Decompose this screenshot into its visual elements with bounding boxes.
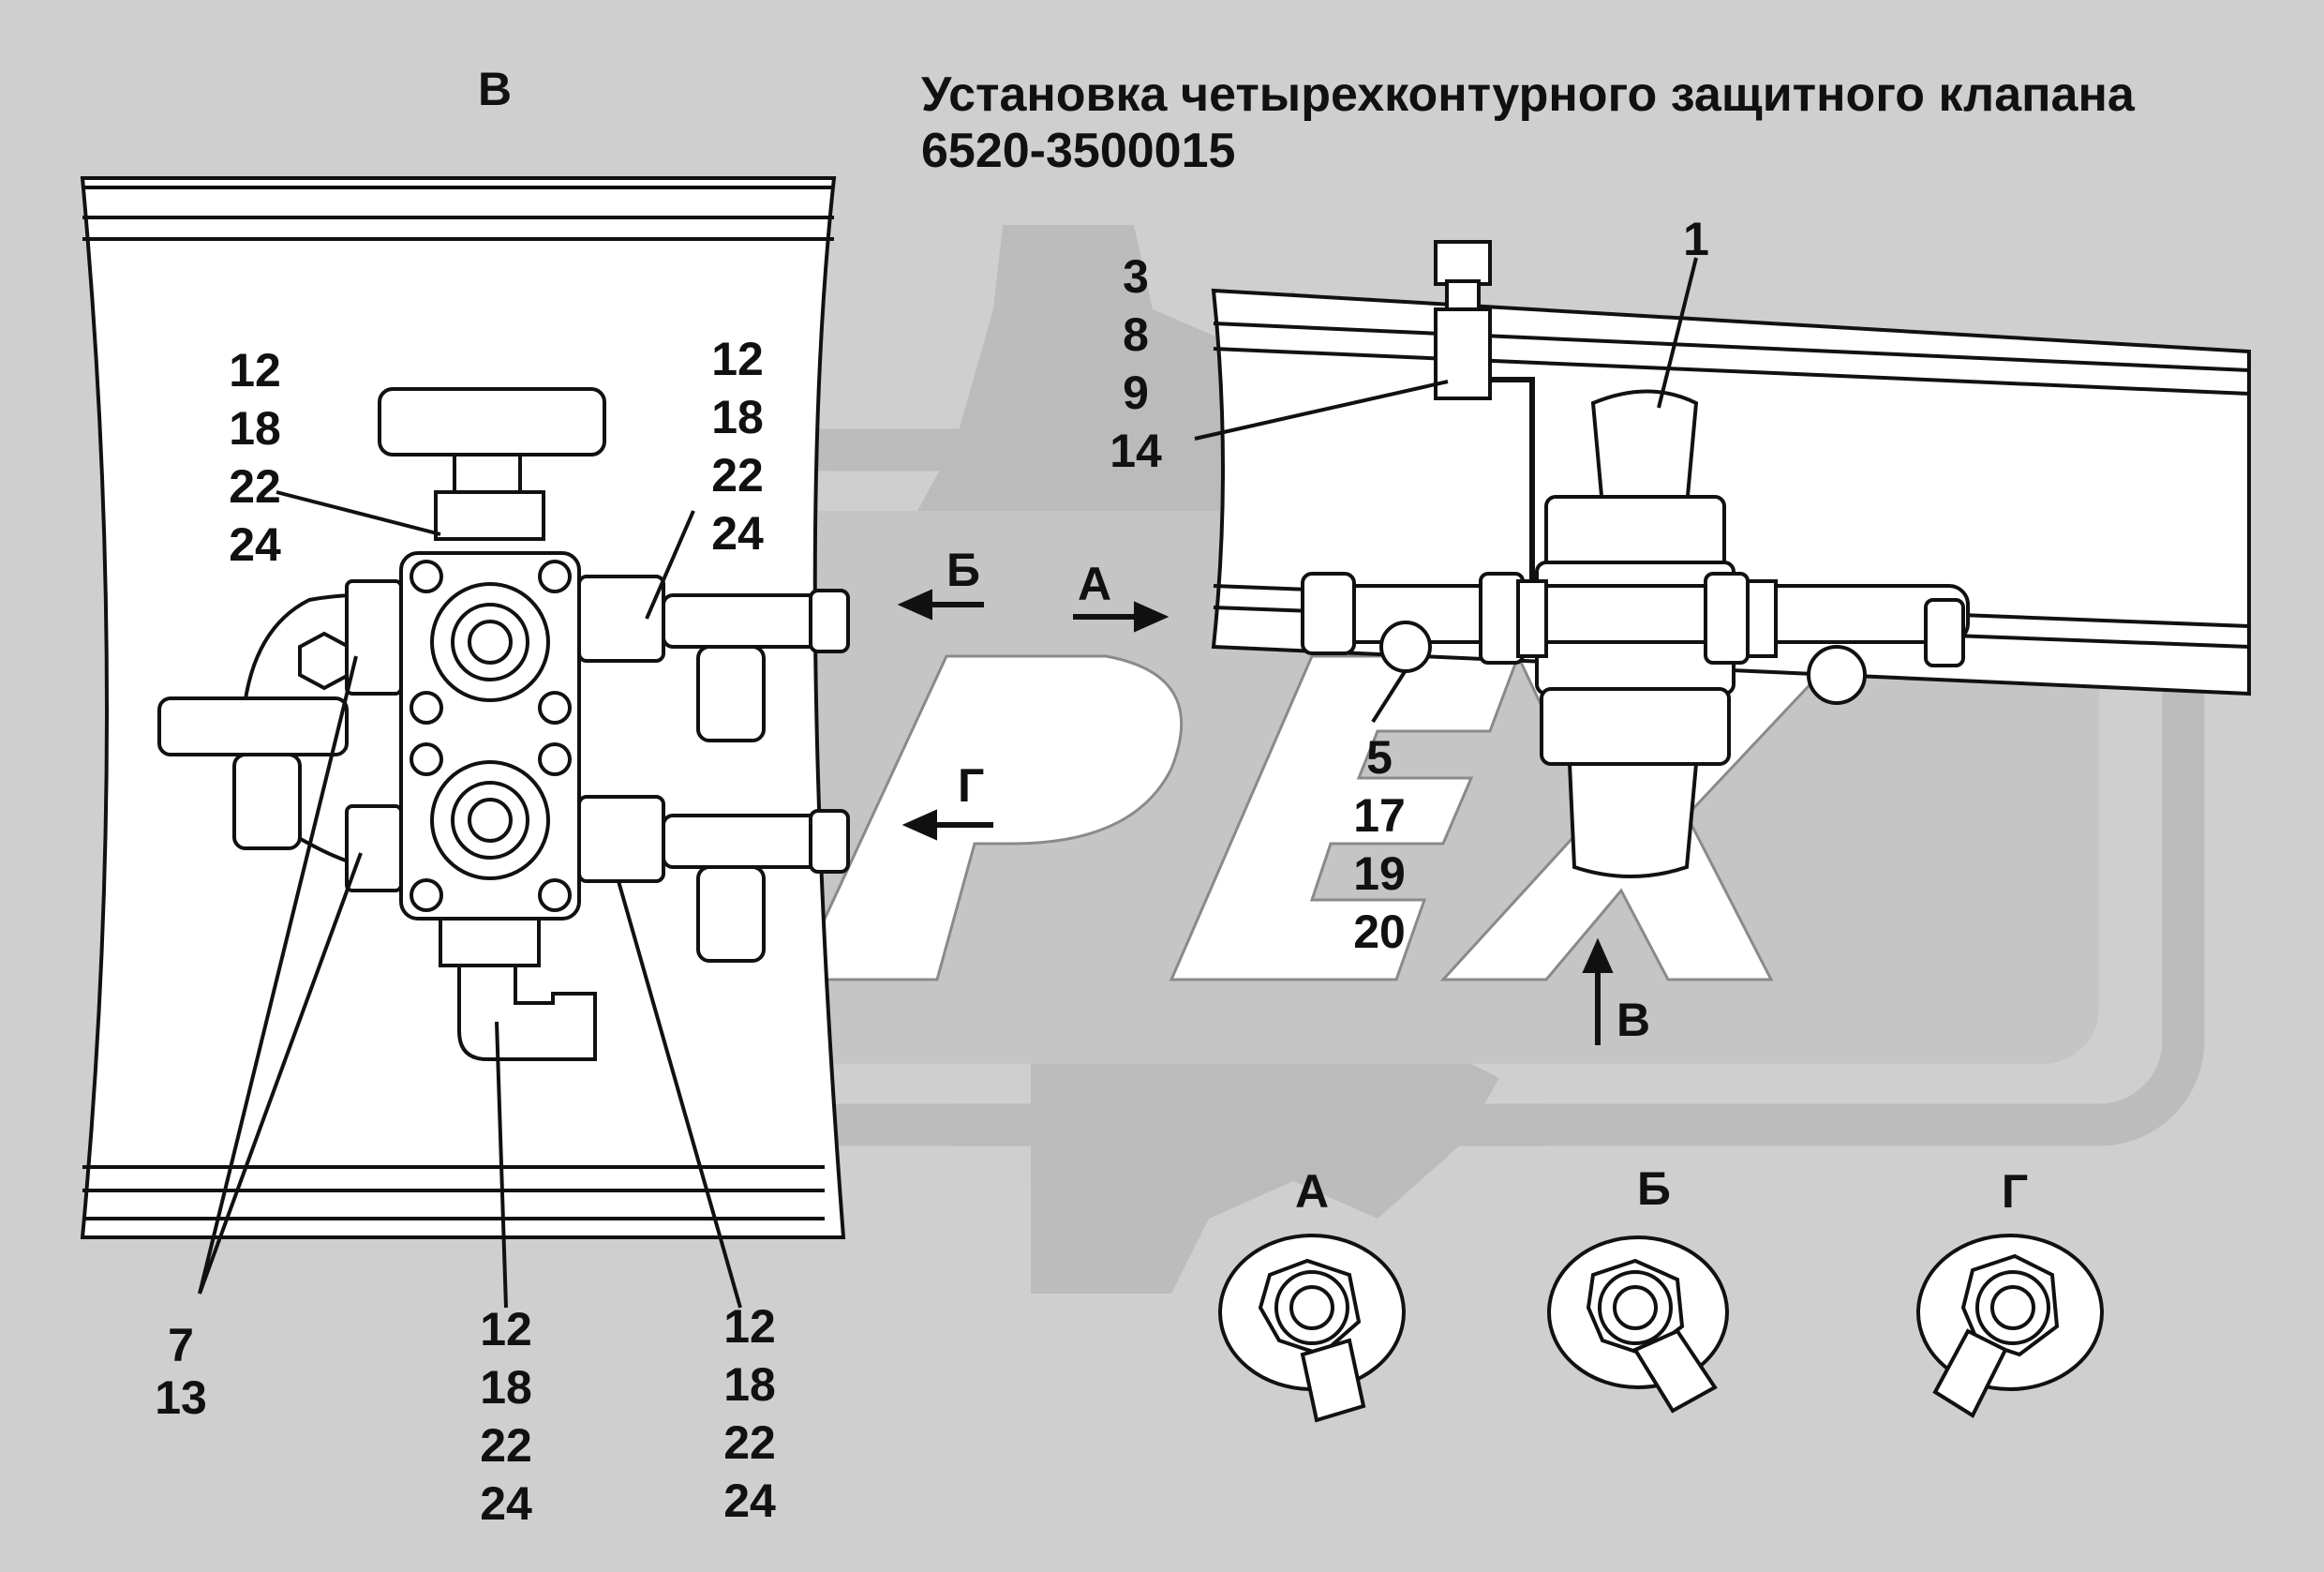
svg-text:9: 9 [1123, 367, 1149, 419]
top-bolt-head [1434, 240, 1492, 286]
detail-view-b-label: Б [1637, 1162, 1671, 1215]
right-callout-fastener: 3 8 9 14 [1110, 250, 1162, 477]
svg-text:7: 7 [168, 1319, 194, 1371]
arrow-a [1073, 601, 1169, 633]
title-line-2: 6520-3500015 [921, 124, 1235, 178]
svg-text:24: 24 [723, 1475, 776, 1527]
right-lower-nut [577, 795, 665, 883]
bottom-nut [439, 917, 541, 967]
svg-text:24: 24 [711, 507, 764, 560]
right-callout-lower: 5 17 19 20 [1353, 731, 1406, 958]
detail-view-a-label: А [1295, 1165, 1329, 1218]
svg-text:19: 19 [1353, 847, 1406, 900]
view-label: В [478, 63, 512, 115]
svg-text:14: 14 [1110, 425, 1162, 477]
svg-text:12: 12 [723, 1300, 776, 1353]
detail-view-a [1218, 1234, 1406, 1423]
left-view [80, 176, 850, 1309]
arrow-v-label: В [1616, 994, 1650, 1046]
left-callout-top-left: 12 18 22 24 [229, 344, 281, 571]
detail-view-g [1916, 1234, 2104, 1418]
left-callout-bottom-right: 12 18 22 24 [723, 1300, 776, 1527]
right-upper-nut [577, 575, 665, 663]
valve-cap [1590, 389, 1699, 508]
right-callout-valve: 1 [1683, 213, 1709, 265]
svg-text:5: 5 [1366, 731, 1393, 784]
detail-view-g-label: Г [2002, 1165, 2028, 1218]
right-view [1194, 240, 2251, 878]
arrow-b-label: Б [946, 544, 980, 596]
arrow-g-label: Г [958, 759, 984, 812]
svg-text:24: 24 [480, 1477, 532, 1530]
detail-view-b [1547, 1235, 1729, 1414]
svg-text:20: 20 [1353, 906, 1406, 958]
svg-text:24: 24 [229, 518, 281, 571]
svg-text:18: 18 [480, 1361, 532, 1414]
valve-lower-body [1567, 762, 1699, 878]
svg-text:12: 12 [480, 1303, 532, 1355]
left-callout-top-right: 12 18 22 24 [711, 333, 764, 560]
arrow-v [1582, 937, 1614, 1045]
bottom-elbow-fitting [457, 964, 597, 1061]
arrow-a-label: А [1078, 558, 1111, 610]
top-nut [434, 490, 545, 541]
svg-text:18: 18 [711, 391, 764, 443]
left-elbow-fitting [157, 696, 349, 756]
top-bolt-nut [1434, 307, 1492, 400]
svg-text:12: 12 [711, 333, 764, 385]
svg-text:12: 12 [229, 344, 281, 397]
svg-text:22: 22 [480, 1419, 532, 1472]
left-callout-bottom-mid: 12 18 22 24 [480, 1303, 532, 1530]
bracket-nut [298, 631, 350, 691]
left-callout-bottom-left: 7 13 [155, 1319, 207, 1424]
svg-text:22: 22 [723, 1416, 776, 1469]
top-tee-fitting [378, 387, 606, 457]
title-line-1: Установка четырехконтурного защитного кл… [921, 67, 2136, 122]
svg-text:13: 13 [155, 1371, 207, 1424]
arrow-g [901, 809, 993, 841]
svg-text:17: 17 [1353, 789, 1406, 842]
svg-text:22: 22 [711, 449, 764, 502]
svg-text:22: 22 [229, 460, 281, 513]
svg-text:18: 18 [723, 1358, 776, 1411]
arrow-b [897, 589, 984, 621]
svg-text:8: 8 [1123, 308, 1149, 361]
svg-text:18: 18 [229, 402, 281, 455]
svg-text:3: 3 [1123, 250, 1149, 303]
